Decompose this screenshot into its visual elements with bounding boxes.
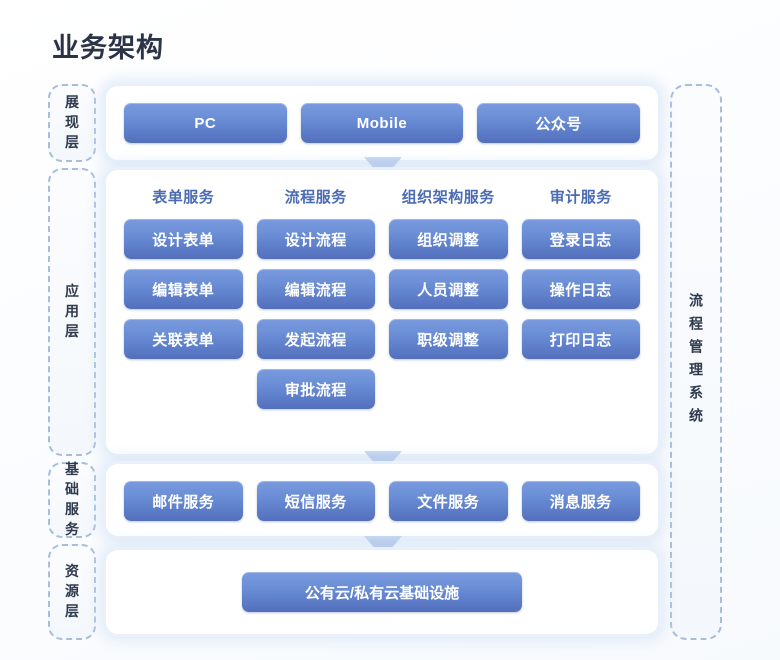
column-header-org-structure-service: 组织架构服务: [401, 189, 495, 206]
app-cell: 编辑表单: [124, 269, 243, 309]
basic-item-mail-service[interactable]: 邮件服务: [124, 481, 243, 521]
app-item-login-log[interactable]: 登录日志: [521, 219, 640, 259]
basic-item-message-service[interactable]: 消息服务: [521, 481, 640, 521]
app-cell: 审批流程: [256, 369, 375, 409]
arrow-down-icon-basic-to-resource: [364, 536, 402, 562]
architecture-diagram: 展现层 应用层 基础服务 资源层 流程管理系统 PC Mobile 公众号: [0, 84, 780, 644]
basic-item-sms-service[interactable]: 短信服务: [256, 481, 375, 521]
system-side-band: 流程管理系统: [670, 84, 722, 640]
resource-items-row: 公有云/私有云基础设施: [106, 572, 658, 612]
application-grid-row: 审批流程: [124, 369, 640, 409]
app-cell: 组织调整: [389, 219, 508, 259]
application-grid-row: 关联表单 发起流程 职级调整 打印日志: [124, 319, 640, 359]
column-header-audit-service: 审计服务: [549, 189, 612, 206]
layer-label-application-text: 应用层: [65, 283, 79, 339]
app-item-org-adjust[interactable]: 组织调整: [389, 219, 508, 259]
page-title: 业务架构: [52, 33, 164, 63]
layer-label-application: 应用层: [48, 168, 96, 456]
app-cell: 操作日志: [521, 269, 640, 309]
layer-label-presentation-text: 展现层: [65, 94, 79, 150]
app-cell: 发起流程: [256, 319, 375, 359]
presentation-item-pc[interactable]: PC: [124, 103, 287, 143]
app-item-rank-adjust[interactable]: 职级调整: [389, 319, 508, 359]
app-cell: 登录日志: [521, 219, 640, 259]
application-column-headers: 表单服务 流程服务 组织架构服务 审计服务: [124, 186, 640, 207]
system-side-band-label: 流程管理系统: [688, 293, 704, 431]
basic-item-file-service[interactable]: 文件服务: [389, 481, 508, 521]
layer-label-basic-services-text: 基础服务: [65, 461, 79, 537]
app-cell: 人员调整: [389, 269, 508, 309]
app-item-design-process[interactable]: 设计流程: [256, 219, 375, 259]
app-item-start-process[interactable]: 发起流程: [256, 319, 375, 359]
app-cell: 设计流程: [256, 219, 375, 259]
application-layer-card: 表单服务 流程服务 组织架构服务 审计服务 设计表单 设计流程 组织调整: [106, 170, 658, 454]
app-item-operation-log[interactable]: 操作日志: [521, 269, 640, 309]
column-header-process-service: 流程服务: [284, 189, 347, 206]
layer-label-basic-services: 基础服务: [48, 461, 96, 538]
basic-services-row: 邮件服务 短信服务 文件服务 消息服务: [124, 481, 640, 521]
app-cell: 关联表单: [124, 319, 243, 359]
presentation-item-official-account[interactable]: 公众号: [477, 103, 641, 143]
arrow-down-icon-application-to-basic: [364, 451, 402, 477]
app-cell: 编辑流程: [256, 269, 375, 309]
application-grid-row: 编辑表单 编辑流程 人员调整 操作日志: [124, 269, 640, 309]
basic-services-card: 邮件服务 短信服务 文件服务 消息服务: [106, 464, 658, 536]
presentation-layer-card: PC Mobile 公众号: [106, 86, 658, 160]
application-services-grid: 表单服务 流程服务 组织架构服务 审计服务 设计表单 设计流程 组织调整: [124, 186, 640, 409]
layer-label-presentation: 展现层: [48, 84, 96, 162]
app-cell: 设计表单: [124, 219, 243, 259]
app-item-personnel-adjust[interactable]: 人员调整: [389, 269, 508, 309]
app-item-print-log[interactable]: 打印日志: [521, 319, 640, 359]
presentation-item-mobile[interactable]: Mobile: [300, 103, 464, 143]
arrow-down-icon-presentation-to-application: [364, 157, 402, 183]
app-item-edit-form[interactable]: 编辑表单: [124, 269, 243, 309]
app-item-design-form[interactable]: 设计表单: [124, 219, 243, 259]
layer-label-resource: 资源层: [48, 544, 96, 640]
layer-label-resource-text: 资源层: [65, 563, 79, 619]
resource-item-cloud-infrastructure[interactable]: 公有云/私有云基础设施: [242, 572, 522, 612]
resource-layer-card: 公有云/私有云基础设施: [106, 550, 658, 634]
app-item-edit-process[interactable]: 编辑流程: [256, 269, 375, 309]
app-cell: 职级调整: [389, 319, 508, 359]
application-grid-row: 设计表单 设计流程 组织调整 登录日志: [124, 219, 640, 259]
column-header-form-service: 表单服务: [152, 189, 215, 206]
app-item-approval-process[interactable]: 审批流程: [256, 369, 375, 409]
presentation-items-row: PC Mobile 公众号: [124, 103, 641, 143]
app-cell: 打印日志: [521, 319, 640, 359]
application-grid-rows: 设计表单 设计流程 组织调整 登录日志 编辑表单: [124, 219, 640, 409]
app-item-associate-form[interactable]: 关联表单: [124, 319, 243, 359]
